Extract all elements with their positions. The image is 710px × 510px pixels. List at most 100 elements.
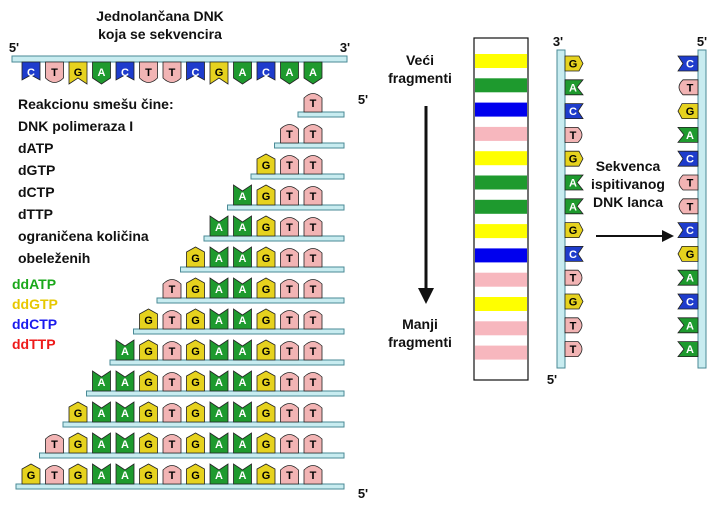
base-A: A — [209, 246, 229, 268]
base-letter: A — [121, 408, 129, 420]
base-letter: T — [169, 284, 176, 296]
mix-item: dGTP — [18, 162, 56, 178]
base-T: T — [162, 279, 182, 299]
base-A: A — [209, 370, 229, 392]
fragment-backbone — [86, 390, 345, 397]
base-C: C — [564, 103, 584, 119]
base-letter: T — [51, 470, 58, 482]
dd-item: ddGTP — [12, 296, 58, 312]
base-A: A — [677, 317, 699, 334]
base-G: G — [68, 463, 88, 485]
base-letter: T — [286, 439, 293, 451]
base-T: T — [280, 217, 299, 237]
base-letter: A — [239, 284, 247, 296]
base-T: T — [162, 341, 182, 361]
base-T: T — [303, 217, 323, 237]
base-letter: G — [686, 106, 695, 118]
base-G: G — [186, 246, 205, 268]
base-A: A — [209, 277, 229, 299]
base-G: G — [186, 463, 205, 485]
base-letter: T — [286, 191, 293, 203]
base-T: T — [280, 186, 299, 206]
base-C: C — [256, 61, 276, 81]
base-T: T — [139, 61, 158, 83]
base-letter: A — [121, 439, 129, 451]
base-letter: T — [286, 129, 293, 141]
base-letter: A — [121, 377, 129, 389]
fragment-row — [274, 142, 345, 149]
base-letter: A — [686, 344, 694, 356]
base-A: A — [92, 61, 111, 85]
base-letter: T — [286, 408, 293, 420]
base-letter: C — [27, 67, 35, 79]
base-letter: A — [569, 82, 577, 94]
base-letter: T — [169, 315, 176, 327]
fragment-backbone — [133, 328, 345, 335]
base-letter: T — [310, 160, 317, 172]
base-A: A — [233, 432, 252, 454]
sequence-label-3: DNK lanca — [592, 194, 664, 210]
base-G: G — [186, 370, 205, 392]
fragment-row — [297, 111, 345, 118]
base-T: T — [303, 155, 323, 175]
base-letter: G — [144, 377, 153, 389]
base-A: A — [209, 463, 229, 485]
base-letter: A — [239, 439, 247, 451]
fragment-row — [156, 297, 345, 304]
base-A: A — [209, 401, 229, 423]
base-letter: T — [286, 222, 293, 234]
base-T: T — [303, 248, 323, 268]
base-letter: A — [239, 67, 247, 79]
base-C: C — [564, 246, 584, 262]
base-letter: T — [310, 470, 317, 482]
base-C: C — [677, 293, 699, 310]
base-A: A — [677, 341, 699, 357]
base-T: T — [564, 269, 583, 286]
five-prime-label: 5' — [697, 34, 707, 49]
base-T: T — [303, 341, 323, 361]
gel-band-green — [475, 175, 527, 190]
base-letter: G — [262, 315, 271, 327]
base-letter: G — [144, 470, 153, 482]
base-letter: T — [286, 253, 293, 265]
base-letter: T — [310, 98, 317, 110]
base-T: T — [45, 465, 64, 485]
base-A: A — [564, 174, 584, 191]
base-G: G — [564, 222, 584, 238]
base-A: A — [92, 432, 111, 454]
base-letter: T — [310, 377, 317, 389]
base-letter: G — [191, 377, 200, 389]
fragment-row — [133, 328, 345, 335]
base-A: A — [233, 401, 252, 423]
base-T: T — [280, 434, 299, 454]
base-letter: G — [144, 315, 153, 327]
base-T: T — [303, 279, 323, 299]
base-letter: A — [215, 470, 223, 482]
base-G: G — [256, 184, 276, 206]
base-G: G — [68, 61, 88, 85]
base-letter: C — [192, 67, 200, 79]
gel-band-pink — [475, 345, 527, 360]
base-letter: G — [262, 284, 271, 296]
fragment-row — [250, 173, 345, 180]
gel-band-pink — [475, 321, 527, 336]
gel-band-yellow — [475, 297, 527, 311]
base-A: A — [280, 61, 299, 85]
fragment-backbone — [109, 359, 345, 366]
base-A: A — [92, 370, 111, 392]
mix-heading: Reakcionu smešu čine: — [18, 96, 174, 112]
fragment-backbone — [274, 142, 345, 149]
base-letter: A — [98, 470, 106, 482]
base-letter: T — [310, 129, 317, 141]
template-backbone — [11, 55, 348, 63]
base-A: A — [564, 198, 584, 215]
gel-band-yellow — [475, 151, 527, 166]
base-letter: A — [239, 191, 247, 203]
base-letter: T — [145, 67, 152, 79]
base-A: A — [233, 308, 252, 330]
mix-item: dTTP — [18, 206, 53, 222]
base-letter: G — [262, 253, 271, 265]
base-letter: A — [239, 222, 247, 234]
base-letter: G — [569, 59, 578, 71]
base-letter: T — [169, 67, 176, 79]
